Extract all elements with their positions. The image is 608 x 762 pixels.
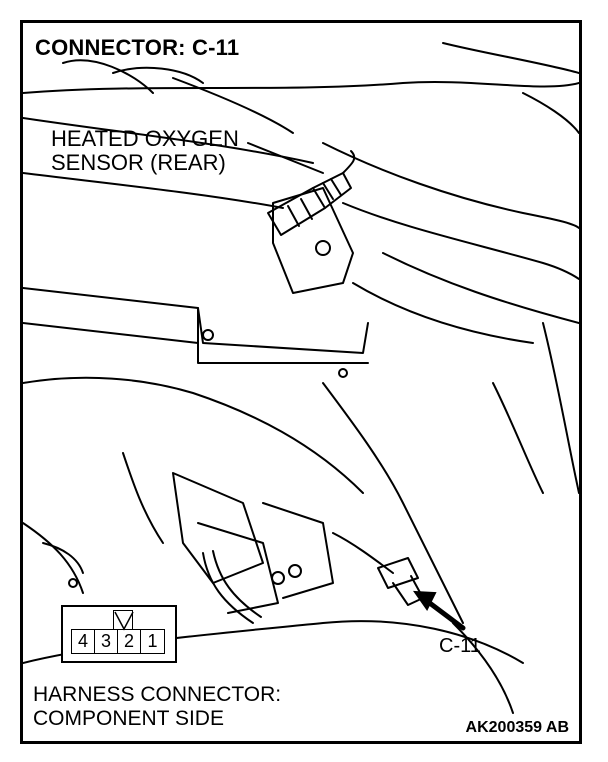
body-panel-line [23,80,579,94]
harness-label: HARNESS CONNECTOR: COMPONENT SIDE [33,683,281,731]
bracket-bolt [315,240,331,256]
pin-1: 1 [147,631,158,651]
floor-tunnel [542,322,579,494]
connector-c11 [377,557,424,606]
body-panel-line [442,42,579,74]
pin-3: 3 [95,630,118,653]
connector-arrow-icon [412,590,466,631]
oxygen-sensor [267,150,356,236]
exhaust-outline [322,142,579,229]
component-box [172,472,264,584]
exhaust-outline [342,202,579,280]
harness-line [202,552,254,624]
component-box [262,502,334,599]
sensor-leader-line [247,142,324,174]
frame-rail [23,172,284,209]
body-panel-line [452,622,514,714]
harness-line [212,550,262,618]
pinout-diagram: 4 3 2 1 [61,605,177,663]
connector-key [113,610,134,631]
crossmember-bolt [338,368,348,378]
sensor-bracket [272,187,354,294]
connector-title: CONNECTOR: C-11 [35,35,240,60]
body-panel-line [23,522,84,594]
floor-tunnel [322,382,464,624]
crossmember-bolt [202,329,214,341]
body-panel-line [112,66,204,84]
harness-label-line2: COMPONENT SIDE [33,707,224,730]
harness-line [122,452,164,544]
figure-code: AK200359 AB [465,719,569,736]
sensor-label-line1: HEATED OXYGEN [51,126,239,151]
component-box [197,522,279,614]
crossmember [23,322,199,344]
diagram-frame: CONNECTOR: C-11 HEATED OXYGEN SENSOR (RE… [20,20,582,744]
body-panel-line [172,77,294,134]
body-panel-line [522,92,579,134]
floor-tunnel [23,376,364,494]
key-triangle-icon [114,611,134,631]
body-panel-line [42,542,84,574]
connector-callout: C-11 [439,635,481,657]
harness-label-line1: HARNESS CONNECTOR: [33,683,282,706]
pin-row: 4 3 2 1 [71,629,165,654]
crossmember [197,307,369,364]
sensor-label-line2: SENSOR (REAR) [51,150,226,175]
component-bolt [271,571,285,585]
pin-2: 2 [118,630,141,653]
body-bolt [68,578,78,588]
sensor-label: HEATED OXYGEN SENSOR (REAR) [51,127,239,175]
body-panel-line [62,59,154,94]
component-bolt [288,564,302,578]
harness-line [332,532,394,574]
exhaust-outline [382,252,579,324]
floor-tunnel [492,382,544,494]
exhaust-outline [352,282,534,344]
crossmember [23,287,369,354]
vehicle-underside-drawing [23,42,579,714]
pin-4: 4 [72,630,95,653]
